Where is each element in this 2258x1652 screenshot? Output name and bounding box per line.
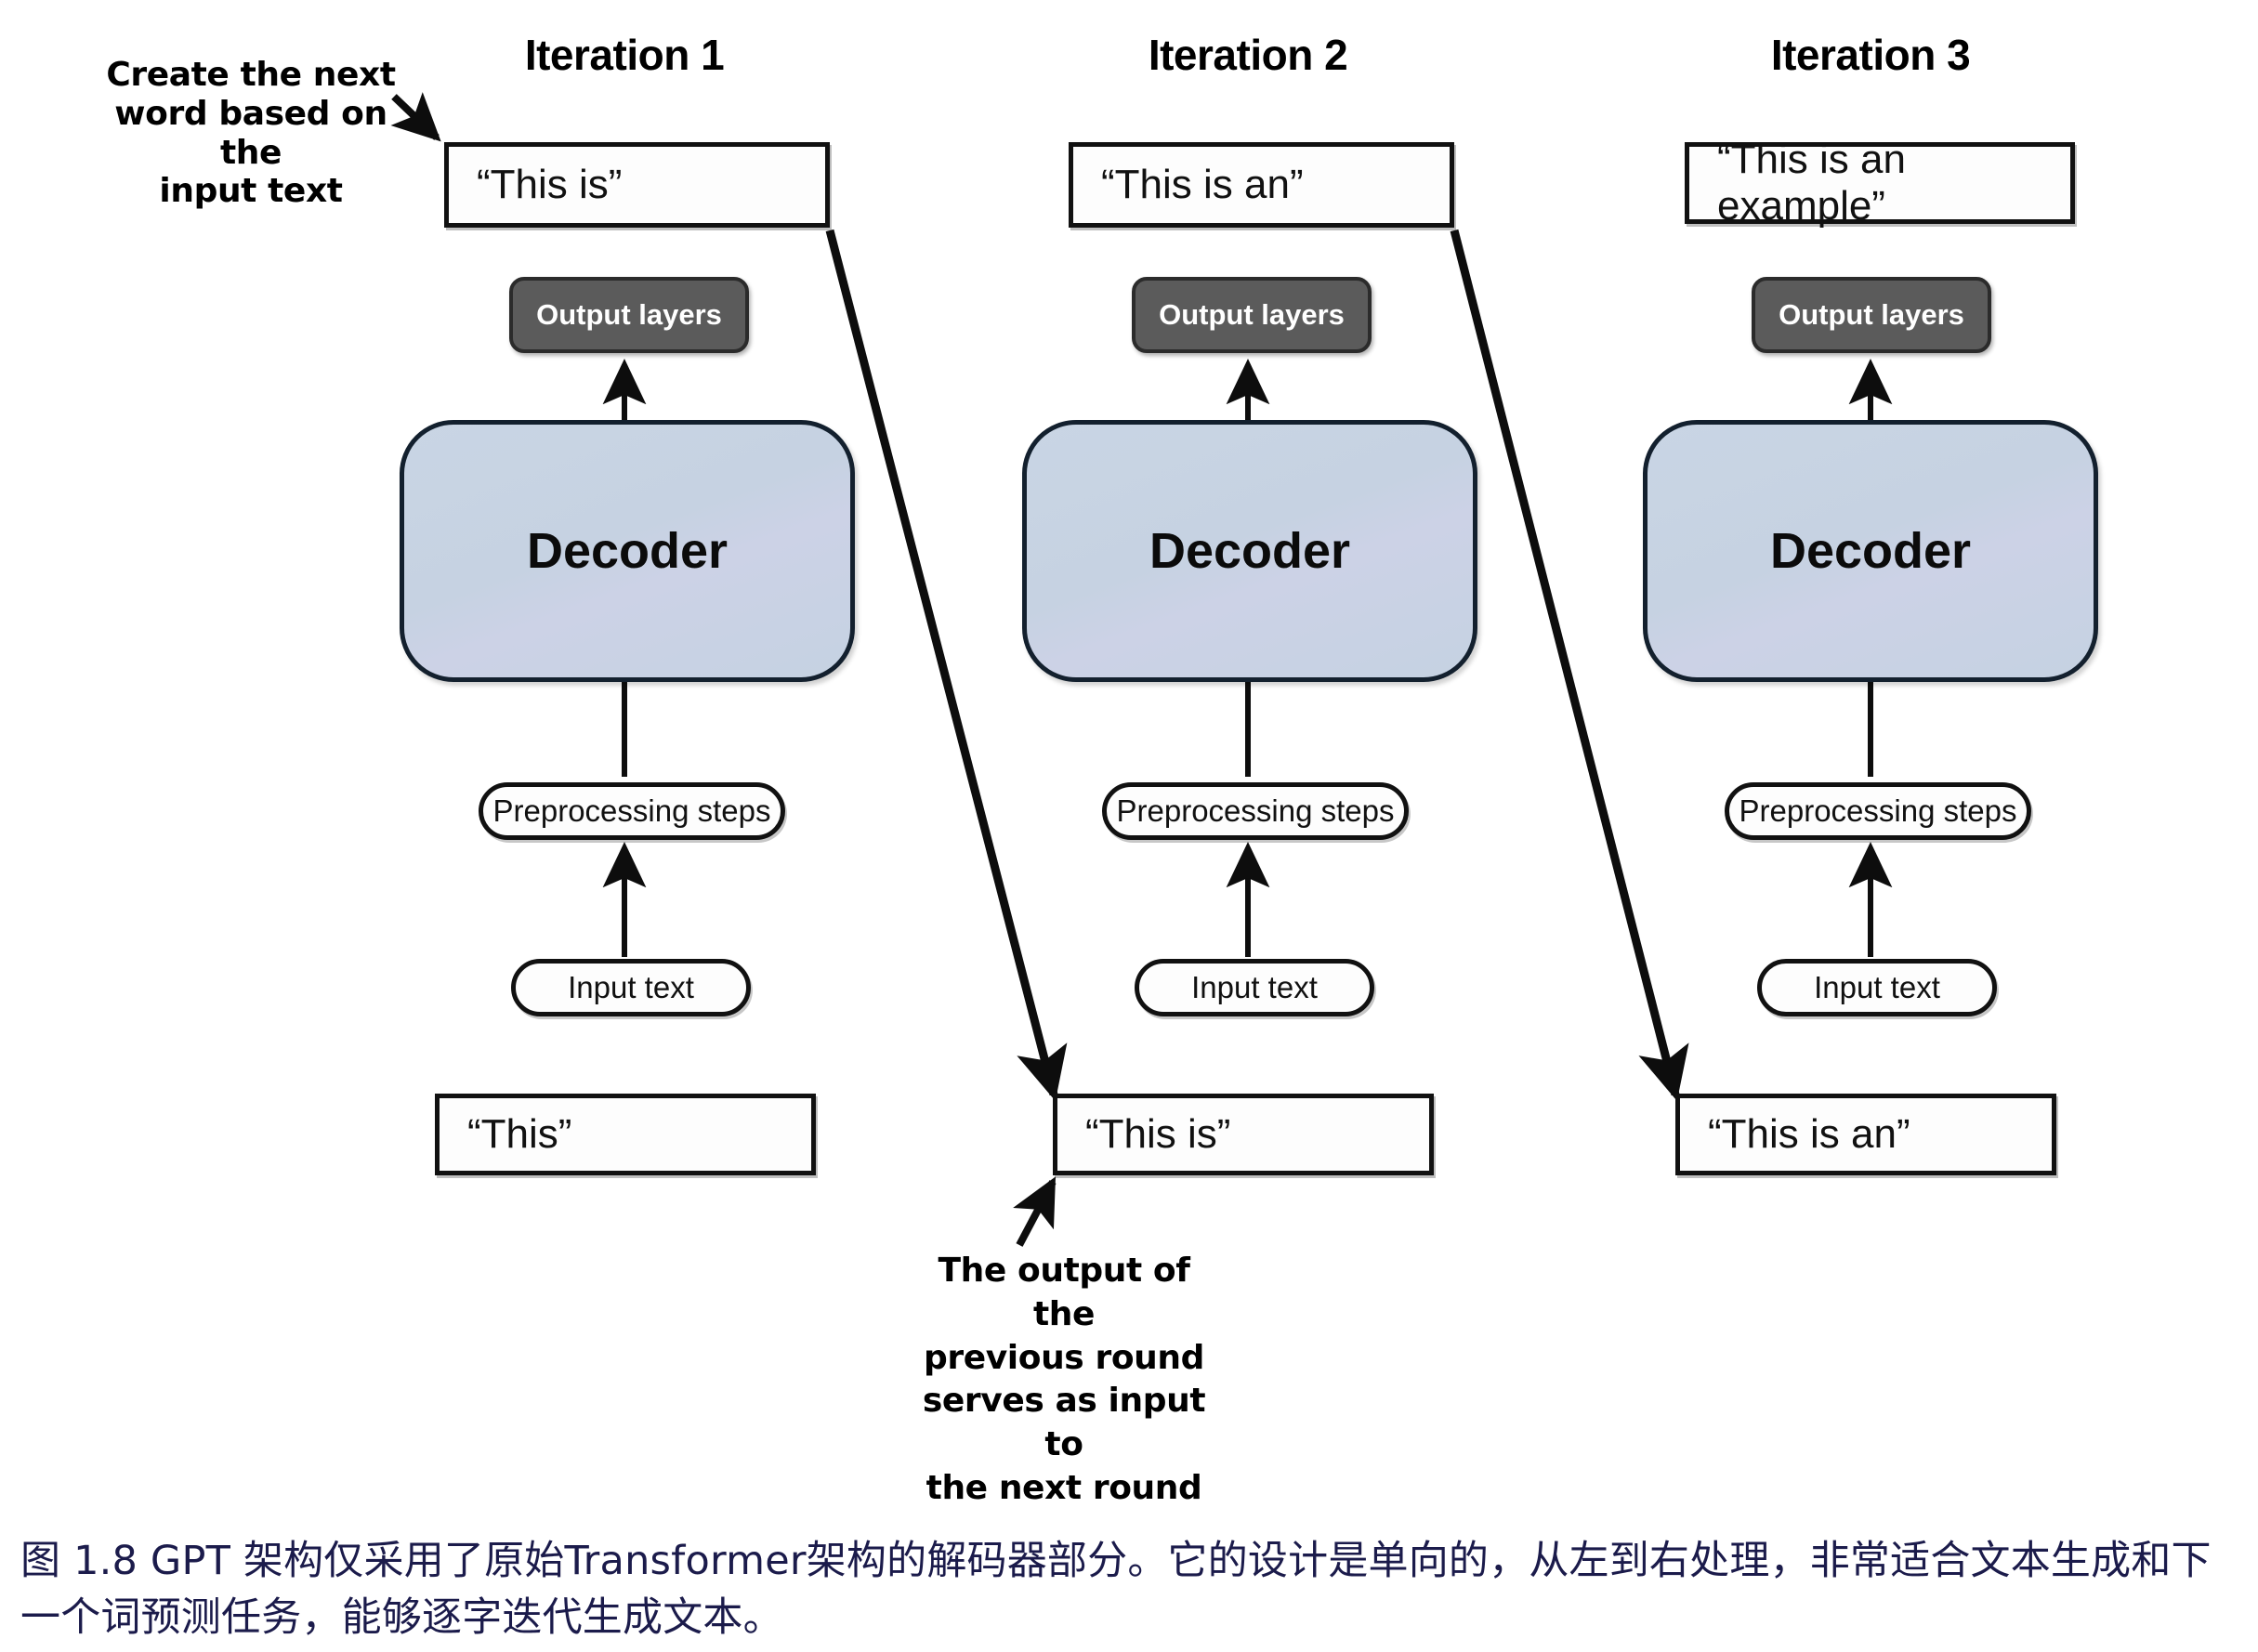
input-sentence-text: “This” xyxy=(467,1111,572,1157)
annotation-line: Create the next xyxy=(106,56,396,94)
output-layers-label: Output layers xyxy=(536,298,722,331)
annotation-arrow-output-feeds-next xyxy=(1013,1176,1057,1247)
annotation-line: word based on the xyxy=(114,94,387,172)
input-sentence-text: “This is an” xyxy=(1708,1111,1910,1157)
annotation-line: input text xyxy=(159,172,343,211)
input-text-box-iteration-1: Input text xyxy=(511,959,751,1016)
preprocessing-steps-box-iteration-1: Preprocessing steps xyxy=(479,782,785,840)
decoder-box-iteration-2: Decoder xyxy=(1022,420,1477,682)
decoder-label: Decoder xyxy=(1149,523,1351,579)
output-sentence-box-iteration-1: “This is” xyxy=(444,142,830,228)
annotation-line: the next round xyxy=(926,1468,1202,1507)
carryover-arrow-2-to-3 xyxy=(1450,229,1689,1101)
input-text-label: Input text xyxy=(1814,970,1940,1004)
annotation-line: serves as input to xyxy=(922,1382,1206,1464)
annotation-line: The output of the xyxy=(938,1252,1190,1333)
decoder-label: Decoder xyxy=(526,523,729,579)
preprocessing-steps-label: Preprocessing steps xyxy=(1739,793,2017,828)
input-sentence-box-iteration-1: “This” xyxy=(435,1094,816,1175)
output-layers-label: Output layers xyxy=(1779,298,1964,331)
annotation-line: previous round xyxy=(924,1338,1204,1377)
output-sentence-box-iteration-2: “This is an” xyxy=(1069,142,1454,228)
preprocessing-steps-label: Preprocessing steps xyxy=(492,793,771,828)
decoder-box-iteration-3: Decoder xyxy=(1643,420,2098,682)
column-title-iteration-3: Iteration 3 xyxy=(1770,31,1971,79)
output-layers-label: Output layers xyxy=(1159,298,1345,331)
preprocessing-steps-box-iteration-2: Preprocessing steps xyxy=(1102,782,1409,840)
preprocessing-steps-box-iteration-3: Preprocessing steps xyxy=(1725,782,2031,840)
column-title-iteration-1: Iteration 1 xyxy=(524,31,725,79)
input-text-label: Input text xyxy=(568,970,694,1004)
decoder-box-iteration-1: Decoder xyxy=(400,420,855,682)
output-sentence-text: “This is” xyxy=(477,162,623,207)
decoder-label: Decoder xyxy=(1769,523,1972,579)
input-sentence-box-iteration-2: “This is” xyxy=(1053,1094,1434,1175)
input-sentence-text: “This is” xyxy=(1085,1111,1231,1157)
output-sentence-text: “This is an” xyxy=(1101,162,1304,207)
output-layers-box-iteration-3: Output layers xyxy=(1752,277,1991,353)
input-text-label: Input text xyxy=(1191,970,1318,1004)
output-sentence-box-iteration-3: “This is an example” xyxy=(1685,137,2075,229)
column-title-iteration-2: Iteration 2 xyxy=(1148,31,1348,79)
input-text-box-iteration-2: Input text xyxy=(1135,959,1374,1016)
input-sentence-box-iteration-3: “This is an” xyxy=(1675,1094,2056,1175)
carryover-arrow-1-to-2 xyxy=(825,229,1068,1101)
output-layers-box-iteration-1: Output layers xyxy=(509,277,749,353)
figure-caption: 图 1.8 GPT 架构仅采用了原始Transformer架构的解码器部分。它的… xyxy=(20,1538,2212,1642)
output-sentence-text: “This is an example” xyxy=(1717,137,1906,229)
annotation-output-feeds-next: The output of the previous round serves … xyxy=(915,1250,1213,1511)
input-text-box-iteration-3: Input text xyxy=(1757,959,1997,1016)
preprocessing-steps-label: Preprocessing steps xyxy=(1116,793,1395,828)
annotation-create-next-word: Create the next word based on the input … xyxy=(98,56,404,211)
output-layers-box-iteration-2: Output layers xyxy=(1132,277,1372,353)
